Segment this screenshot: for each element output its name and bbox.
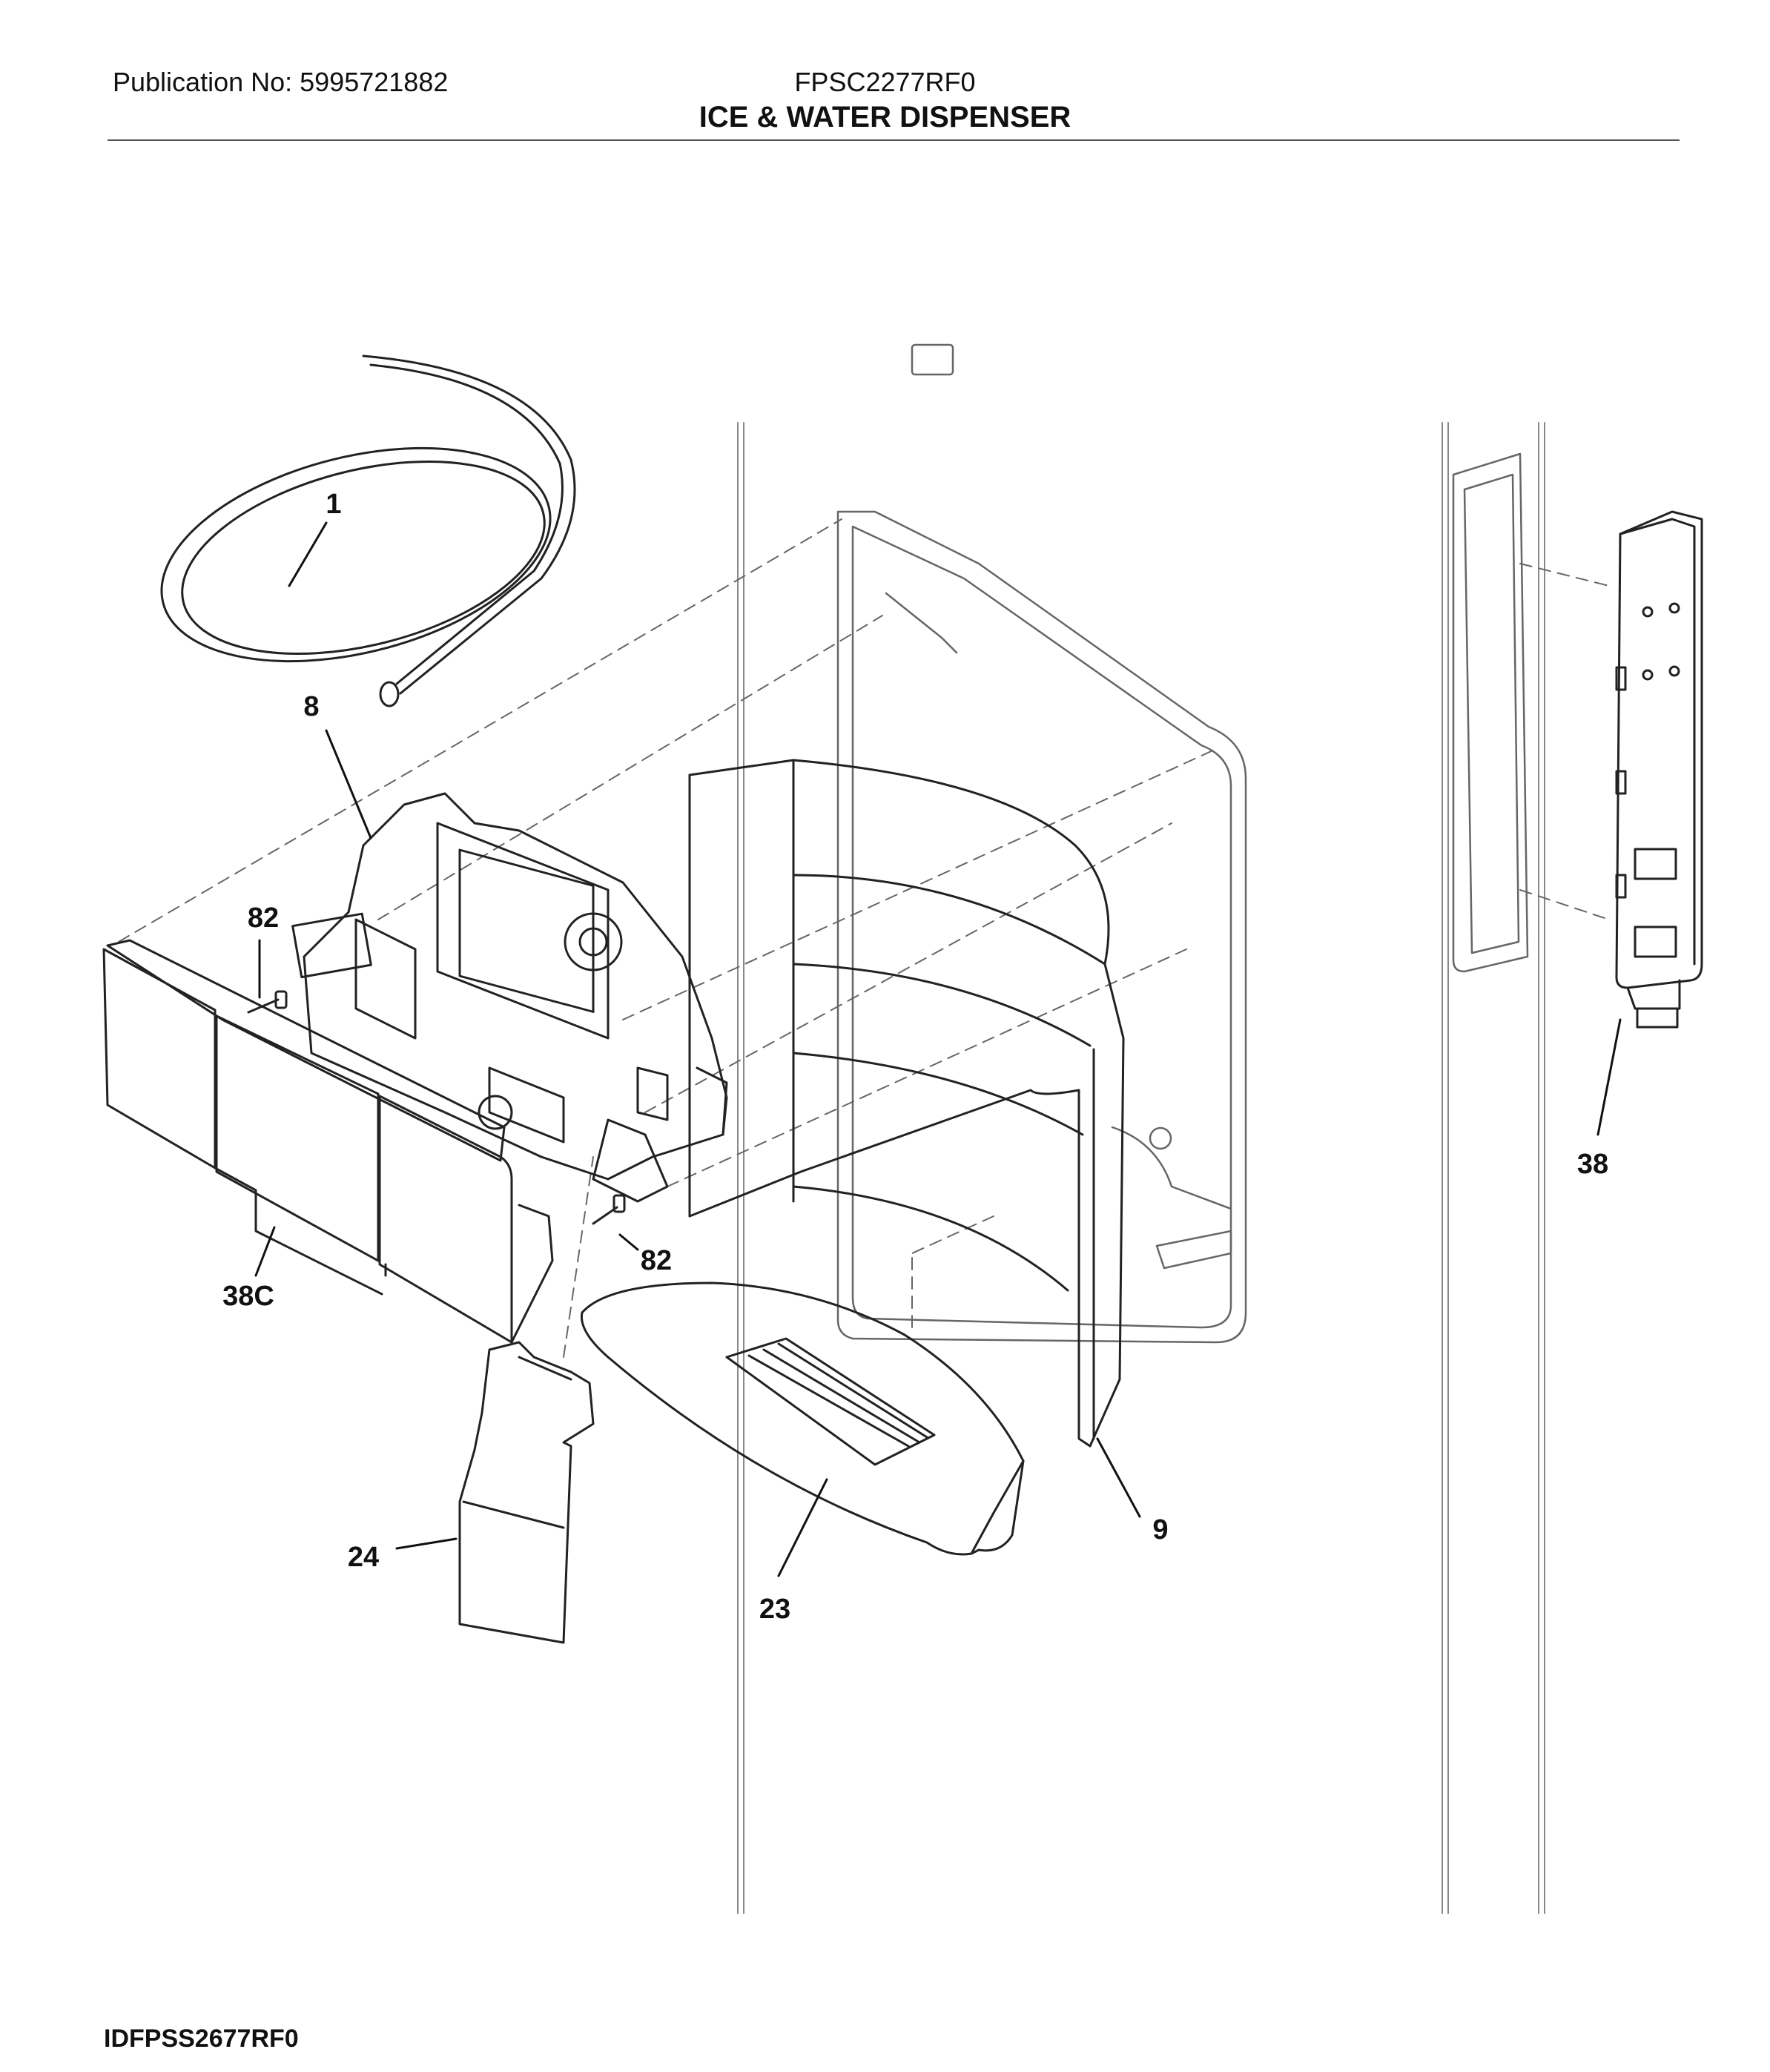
dispenser-recess <box>836 343 1247 1344</box>
page-title: ICE & WATER DISPENSER <box>699 101 1071 133</box>
model-number: FPSC2277RF0 <box>794 67 976 97</box>
publication-number: Publication No: 5995721882 <box>113 67 449 97</box>
control-board-recess <box>1452 452 1529 973</box>
illustration-id: IDFPSS2677RF0 <box>104 2025 299 2053</box>
callout-leaders <box>254 521 1622 1577</box>
callout-82-lower: 82 <box>641 1245 672 1276</box>
drip-tray <box>580 1281 1025 1556</box>
callout-9: 9 <box>1152 1514 1168 1545</box>
control-board <box>1615 510 1703 1029</box>
callout-8: 8 <box>303 691 319 722</box>
callout-82-upper: 82 <box>248 903 279 934</box>
ice-chute-door <box>458 1341 595 1644</box>
dispenser-housing-panel <box>688 759 1125 1448</box>
callout-38: 38 <box>1577 1149 1608 1180</box>
callout-23: 23 <box>759 1594 790 1625</box>
water-tubing-coil <box>160 354 576 707</box>
callout-38c: 38C <box>222 1281 274 1312</box>
dispenser-mechanism <box>291 792 728 1203</box>
door-frame-lines <box>737 422 1545 1914</box>
alignment-lines <box>118 518 1610 1358</box>
callout-24: 24 <box>348 1542 379 1573</box>
callout-1: 1 <box>326 489 341 520</box>
paddle-cover-assembly <box>102 939 554 1344</box>
screw-lower <box>592 1194 626 1225</box>
header-divider <box>108 139 1680 141</box>
